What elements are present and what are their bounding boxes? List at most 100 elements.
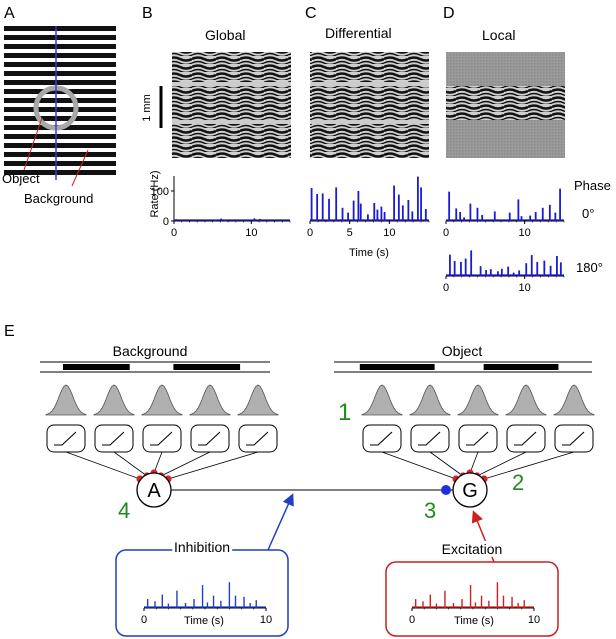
- excitation-arrow: [471, 510, 495, 563]
- node-g: [452, 472, 488, 508]
- x-tick-label: 0: [141, 614, 147, 626]
- object-receptor-array: [361, 384, 595, 483]
- object-label: Object: [2, 171, 40, 186]
- global-raster-image: [172, 52, 291, 158]
- object-group-label: Object: [442, 343, 483, 359]
- x-tick-label: 10: [383, 227, 395, 239]
- x-tick-label: 0: [443, 282, 449, 294]
- input-connection: [113, 451, 148, 477]
- receptive-field-gaussian: [93, 384, 135, 416]
- nonlinearity-box: [554, 424, 594, 453]
- node-a: [136, 472, 172, 508]
- receptive-field-gaussian: [189, 384, 231, 416]
- receptive-field-gaussian: [361, 384, 403, 416]
- raster-separator: [310, 120, 429, 124]
- stripe: [4, 89, 116, 94]
- ramp-curve: [198, 431, 221, 446]
- object-stripe-bar: [334, 361, 592, 373]
- stripe: [4, 161, 116, 166]
- label-number-4: 4: [118, 498, 130, 523]
- input-connection: [65, 451, 141, 480]
- nonlinearity-box: [46, 424, 86, 453]
- nonlinearity-box: [238, 424, 278, 453]
- nonlinearity-box: [190, 424, 230, 453]
- background-pointer-line: [71, 149, 89, 187]
- background-stripe-bar: [40, 361, 270, 373]
- inhibition-title: Inhibition: [174, 539, 230, 555]
- excitation-time-label: Time (s): [454, 615, 494, 627]
- excitation-title: Excitation: [442, 541, 503, 557]
- x-tick-label: 5: [347, 227, 353, 239]
- phase-0-label: 0°: [582, 206, 594, 221]
- x-tick-label: 0: [307, 227, 313, 239]
- node-g-label: G: [462, 480, 478, 502]
- bar-segment: [483, 364, 559, 370]
- receptive-field-gaussian: [409, 384, 451, 416]
- bar-segment: [359, 364, 435, 370]
- background-group-label: Background: [113, 343, 188, 359]
- input-connection: [476, 451, 527, 477]
- object-pointer-line: [23, 117, 43, 171]
- stripe: [4, 152, 116, 157]
- inhibition-arrow: [267, 493, 294, 551]
- receptive-field-gaussian: [141, 384, 183, 416]
- x-tick-label: 0: [409, 614, 415, 626]
- time-axis-label: Time (s): [349, 247, 389, 259]
- stripe: [4, 44, 116, 49]
- stripe: [4, 143, 116, 148]
- stripe-stimulus: [4, 26, 116, 175]
- bar-segment: [63, 364, 130, 370]
- label-number-2: 2: [512, 470, 524, 495]
- stripe: [4, 53, 116, 58]
- receptive-field-gaussian: [553, 384, 595, 416]
- x-tick-label: 10: [519, 227, 531, 239]
- input-connection: [160, 451, 211, 477]
- nonlinearity-box: [94, 424, 134, 453]
- raster-separator: [172, 82, 291, 86]
- x-tick-label: 0: [171, 227, 177, 239]
- receptive-field-gaussian: [457, 384, 499, 416]
- background-receptor-array: [45, 384, 279, 483]
- ramp-curve: [514, 431, 537, 446]
- inhibitory-synapse: [441, 485, 451, 495]
- phase-label: Phase: [574, 178, 611, 193]
- receptive-field-gaussian: [237, 384, 279, 416]
- x-tick-label: 10: [245, 227, 257, 239]
- nonlinearity-box: [458, 424, 498, 453]
- y-tick-label: 0: [163, 216, 169, 228]
- nonlinearity-box: [410, 424, 450, 453]
- local-spike-chart-180: 0 10: [443, 250, 565, 294]
- phase-180-label: 180°: [576, 260, 603, 275]
- node-a-label: A: [147, 480, 161, 502]
- nonlinearity-box: [362, 424, 402, 453]
- stripe: [4, 116, 116, 121]
- raster-separator: [172, 120, 291, 124]
- stripe: [4, 134, 116, 139]
- panel-c-letter: C: [305, 5, 317, 22]
- x-tick-label: 10: [519, 282, 531, 294]
- input-connection: [429, 451, 464, 477]
- excitation-box: [385, 561, 559, 637]
- stripe: [4, 26, 116, 31]
- receptive-field-gaussian: [45, 384, 87, 416]
- rate-axis-label: Rate (Hz): [149, 170, 161, 217]
- ramp-curve: [466, 431, 489, 446]
- input-connection: [153, 451, 163, 474]
- panel-d-letter: D: [443, 5, 455, 22]
- receptive-field-gaussian: [505, 384, 547, 416]
- stripe: [4, 80, 116, 85]
- panel-b-letter: B: [142, 5, 153, 22]
- stripe: [4, 170, 116, 175]
- stripe: [4, 62, 116, 67]
- label-number-1: 1: [338, 399, 351, 426]
- ramp-curve: [562, 431, 585, 446]
- panel-a-letter: A: [4, 5, 15, 22]
- raster-separator: [310, 82, 429, 86]
- stripe: [4, 35, 116, 40]
- panel-b-title: Global: [205, 27, 245, 43]
- ramp-curve: [370, 431, 393, 446]
- scale-bar-label: 1 mm: [141, 94, 153, 122]
